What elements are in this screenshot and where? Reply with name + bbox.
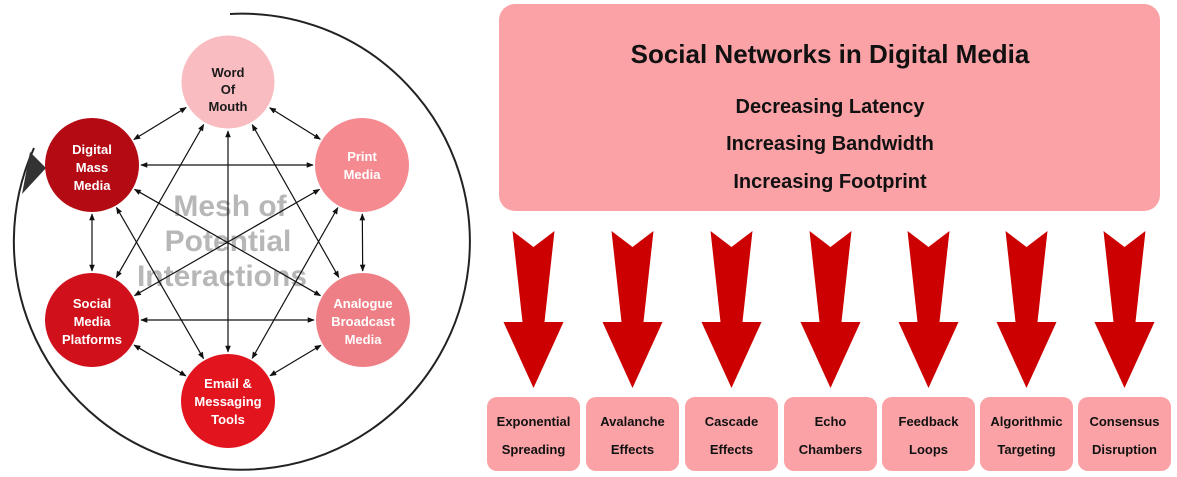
node-analogue-line3: Media <box>345 332 383 347</box>
node-word-of-mouth: Word Of Mouth <box>180 34 276 130</box>
node-print-line2: Media <box>344 167 382 182</box>
panel-subtitle-3: Increasing Footprint <box>733 171 927 193</box>
node-email-line1: Email & <box>204 376 252 391</box>
node-digital-line2: Mass <box>76 160 109 175</box>
effect-1-line1: Exponential <box>497 414 571 429</box>
node-print-line1: Print <box>347 149 377 164</box>
down-arrow-1 <box>503 231 564 388</box>
effect-1-line2: Spreading <box>502 442 566 457</box>
node-digital-line1: Digital <box>72 142 112 157</box>
node-email-line3: Tools <box>211 412 245 427</box>
down-arrow-6 <box>996 231 1057 388</box>
mesh-connections <box>89 107 366 377</box>
connection-email-digital <box>115 206 205 360</box>
node-email-messaging-tools: Email & Messaging Tools <box>181 354 275 448</box>
node-email-line2: Messaging <box>194 394 261 409</box>
effect-box-cascade-effects: Cascade Effects <box>685 397 778 471</box>
node-digital-mass-media: Digital Mass Media <box>45 118 139 212</box>
effect-box-echo-chambers: Echo Chambers <box>784 397 877 471</box>
effect-boxes: Exponential Spreading Avalanche Effects … <box>487 397 1171 471</box>
node-social-line1: Social <box>73 296 111 311</box>
effect-6-line1: Algorithmic <box>990 414 1062 429</box>
effect-box-feedback-loops: Feedback Loops <box>882 397 975 471</box>
down-arrow-5 <box>898 231 959 388</box>
down-arrow-4 <box>800 231 861 388</box>
node-word-line2: Of <box>221 82 236 97</box>
down-arrow-3 <box>701 231 762 388</box>
effect-2-line1: Avalanche <box>600 414 665 429</box>
node-word-line1: Word <box>212 65 245 80</box>
cycle-arrow-head <box>22 152 46 194</box>
panel-title: Social Networks in Digital Media <box>631 39 1030 69</box>
node-social-line3: Platforms <box>62 332 122 347</box>
connection-email-social <box>133 344 187 377</box>
down-arrow-7 <box>1094 231 1155 388</box>
node-print-media: Print Media <box>315 118 409 212</box>
node-word-line3: Mouth <box>209 99 248 114</box>
node-social-line2: Media <box>74 314 112 329</box>
node-analogue-broadcast-media: Analogue Broadcast Media <box>316 273 410 367</box>
effect-6-line2: Targeting <box>997 442 1055 457</box>
effect-3-line2: Effects <box>710 442 753 457</box>
effect-5-line2: Loops <box>909 442 948 457</box>
effect-4-line2: Chambers <box>799 442 863 457</box>
down-arrows <box>503 231 1155 388</box>
effect-2-line2: Effects <box>611 442 654 457</box>
connection-word-digital <box>133 107 187 140</box>
cycle-arrow <box>12 12 471 471</box>
node-analogue-line2: Broadcast <box>331 314 395 329</box>
connection-word-print <box>269 107 321 140</box>
effect-7-line2: Disruption <box>1092 442 1157 457</box>
effect-4-line1: Echo <box>815 414 847 429</box>
down-arrow-2 <box>602 231 663 388</box>
effect-box-algorithmic-targeting: Algorithmic Targeting <box>980 397 1073 471</box>
effect-box-consensus-disruption: Consensus Disruption <box>1078 397 1171 471</box>
panel-subtitle-1: Decreasing Latency <box>736 96 926 118</box>
effect-3-line1: Cascade <box>705 414 758 429</box>
effect-box-exponential-spreading: Exponential Spreading <box>487 397 580 471</box>
title-panel: Social Networks in Digital Media Decreas… <box>499 4 1160 211</box>
effect-7-line1: Consensus <box>1089 414 1159 429</box>
connection-analogue-email <box>269 344 322 377</box>
node-digital-line3: Media <box>74 178 112 193</box>
effect-box-avalanche-effects: Avalanche Effects <box>586 397 679 471</box>
panel-subtitle-2: Increasing Bandwidth <box>726 133 934 155</box>
effect-5-line1: Feedback <box>899 414 960 429</box>
node-analogue-line1: Analogue <box>333 296 392 311</box>
node-social-media-platforms: Social Media Platforms <box>45 273 139 367</box>
